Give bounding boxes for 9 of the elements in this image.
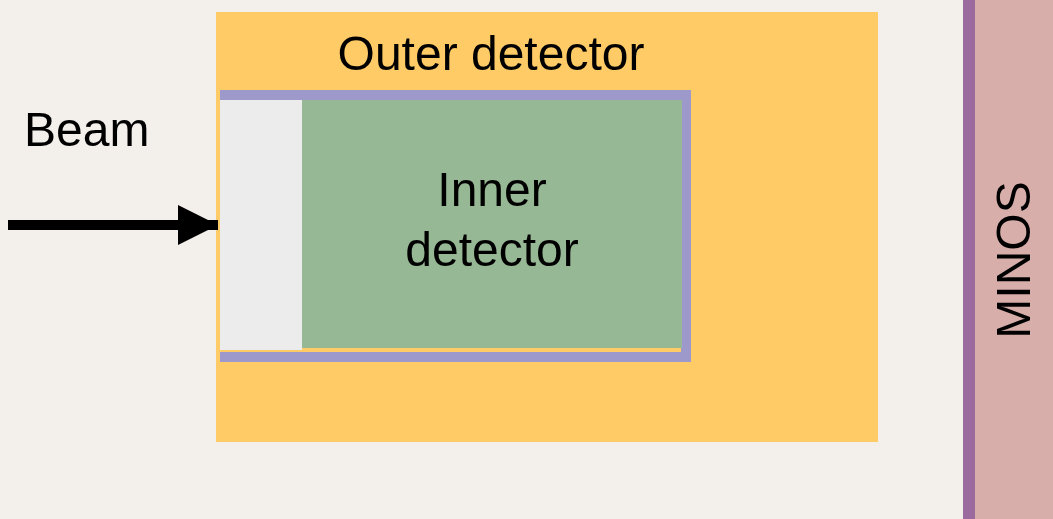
- outer-detector-box: [216, 12, 878, 442]
- detector-label: Inner detector: [404, 162, 580, 278]
- detector-label: MINOS: [986, 180, 1041, 339]
- detector-label: Outer detector: [336, 26, 646, 82]
- edge-label: Beam: [24, 102, 150, 158]
- inner-detector-box: [302, 100, 682, 348]
- beam-arrow: [8, 205, 218, 245]
- minos-band: [963, 0, 1053, 519]
- gap-region: [220, 100, 302, 350]
